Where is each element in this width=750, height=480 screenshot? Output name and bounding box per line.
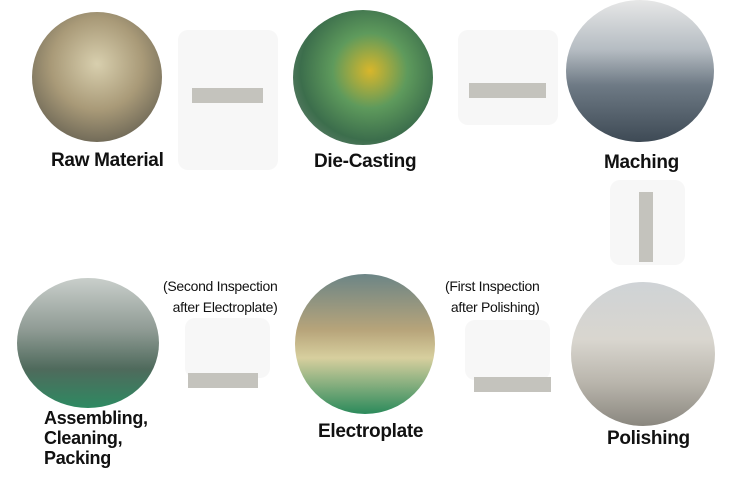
arrow-electroplate-to-assembling [188,373,258,388]
polishing-photo [571,282,715,426]
step-label-polishing: Polishing [607,428,690,449]
raw-material-photo [32,12,162,142]
machining-photo [566,0,714,142]
arrow-ghost [185,318,270,378]
electroplate-photo [295,274,435,414]
arrow-polishing-to-electroplate [474,377,551,392]
die-casting-photo [293,10,433,145]
step-label-machining: Maching [604,152,679,173]
note-first-inspection: (First Inspection after Polishing) [445,278,540,315]
step-label-raw-material: Raw Material [51,150,164,171]
arrow-diecasting-to-machining [469,83,546,98]
assembling-photo [17,278,159,408]
arrow-machining-to-polishing [639,192,653,262]
arrow-raw-to-diecasting [192,88,263,103]
arrow-ghost [458,30,558,125]
note-second-inspection: (Second Inspection after Electroplate) [163,278,278,315]
step-label-die-casting: Die-Casting [314,151,417,172]
step-label-electroplate: Electroplate [318,421,424,442]
arrow-ghost [465,320,550,380]
step-label-assembling: Assembling, Cleaning, Packing [44,408,148,468]
